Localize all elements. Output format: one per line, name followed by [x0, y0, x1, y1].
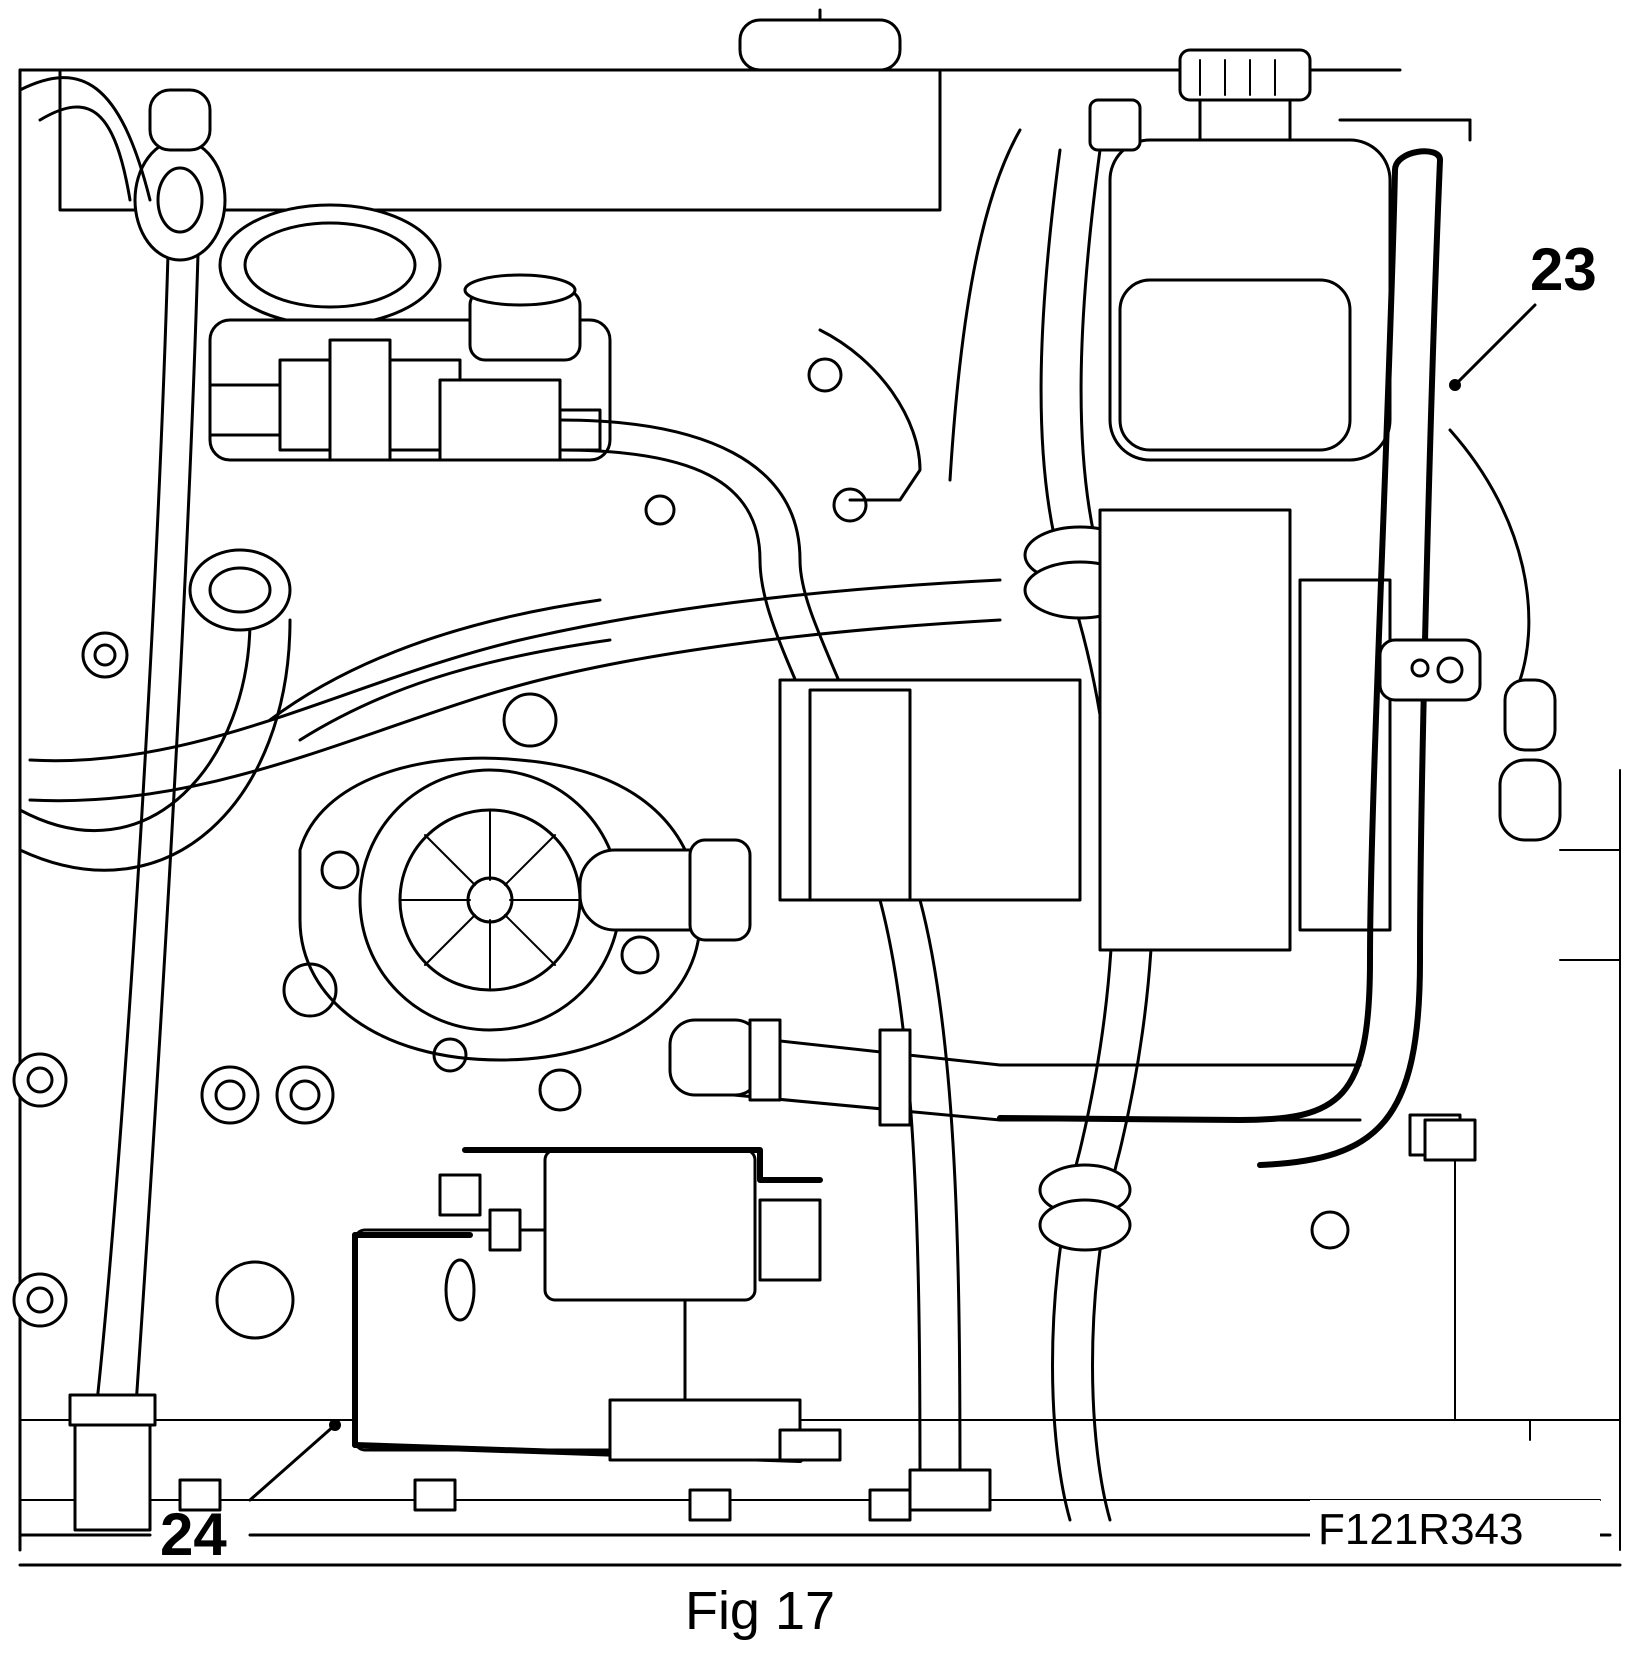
- callout-leaders: [248, 303, 1537, 1502]
- drawing-code: F121R343: [1318, 1505, 1523, 1554]
- mounting-bolts: [12, 631, 1462, 1522]
- coolant-reservoir: [1088, 48, 1472, 462]
- lower-coolant-hose: [668, 1018, 1362, 1127]
- engine-top-cover: [58, 8, 942, 462]
- power-steering-pipe: [997, 148, 1482, 1421]
- callout-24-label: 24: [160, 1501, 227, 1568]
- callout-23-label: 23: [1530, 236, 1597, 303]
- water-pump: [282, 692, 752, 1112]
- callout-24-dot: [329, 1419, 341, 1431]
- left-hoses: [18, 548, 1002, 872]
- frame-lines: [18, 68, 1622, 1567]
- starter-motor: [352, 1147, 842, 1463]
- callout-23-leader: [1453, 303, 1537, 387]
- callout-24-leader: [248, 1423, 337, 1502]
- dipstick-tube: [18, 76, 227, 1532]
- center-bracket: [644, 328, 1392, 952]
- drawing-code-backdrop: [1310, 1500, 1600, 1550]
- figure-caption: Fig 17: [684, 1581, 836, 1641]
- right-brackets: [1448, 428, 1621, 1441]
- callout-23-dot: [1449, 379, 1461, 391]
